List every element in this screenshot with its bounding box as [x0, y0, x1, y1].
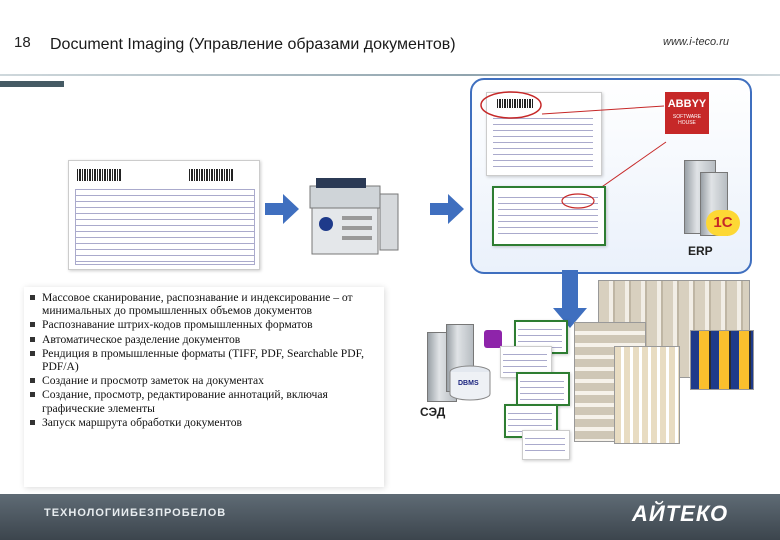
- form-table-graphic: [520, 376, 564, 400]
- feature-item: Запуск маршрута обработки документов: [42, 416, 378, 429]
- field-highlight-ellipse: [560, 192, 596, 210]
- sed-label: СЭД: [420, 405, 445, 419]
- abbyy-subtitle: SOFTWARE HOUSE: [665, 114, 709, 126]
- feature-item: Создание, просмотр, редактирование аннот…: [42, 388, 378, 414]
- archive-binders-photo: [690, 330, 754, 390]
- form-table-graphic: [508, 408, 552, 432]
- feature-list-panel: Массовое сканирование, распознавание и и…: [24, 287, 384, 487]
- feature-list: Массовое сканирование, распознавание и и…: [24, 287, 384, 429]
- feature-item: Автоматическое разделение документов: [42, 333, 378, 346]
- onec-logo: 1С: [706, 210, 740, 236]
- barcode-graphic: [77, 169, 121, 181]
- form-table-graphic: [518, 324, 562, 348]
- erp-label: ERP: [688, 244, 713, 258]
- header-accent-bar: [0, 81, 64, 87]
- sed-document-thumbnail: [522, 430, 570, 460]
- paper-form-image: [68, 160, 260, 270]
- barcode-graphic: [189, 169, 233, 181]
- company-logo: АЙТЕКО: [632, 501, 728, 527]
- scanner-printer-image: [302, 168, 402, 260]
- arrow-right-icon: [430, 194, 464, 224]
- feature-item: Распознавание штрих-кодов промышленных ф…: [42, 318, 378, 331]
- feature-item: Массовое сканирование, распознавание и и…: [42, 291, 378, 317]
- header-rule: [0, 74, 780, 76]
- barcode-highlight-ellipse: [478, 88, 544, 122]
- form-table-graphic: [525, 433, 565, 455]
- connector-line: [540, 100, 666, 120]
- abbyy-name: ABBYY: [665, 98, 709, 110]
- website-url[interactable]: www.i-teco.ru: [663, 36, 729, 48]
- abbyy-logo: ABBYY SOFTWARE HOUSE: [665, 92, 709, 134]
- feature-item: Рендиция в промышленные форматы (TIFF, P…: [42, 347, 378, 373]
- form-table-graphic: [503, 349, 547, 373]
- sed-document-thumbnail: [516, 372, 570, 406]
- feature-item: Создание и просмотр заметок на документа…: [42, 374, 378, 387]
- form-table-graphic: [75, 189, 255, 265]
- arrow-right-icon: [265, 194, 299, 224]
- footer-tagline: ТЕХНОЛОГИИБЕЗПРОБЕЛОВ: [44, 507, 226, 519]
- archive-shelves-photo: [614, 346, 680, 444]
- slide-title: Document Imaging (Управление образами до…: [50, 36, 456, 54]
- slide-number: 18: [14, 34, 31, 51]
- dbms-label: DBMS: [458, 380, 479, 387]
